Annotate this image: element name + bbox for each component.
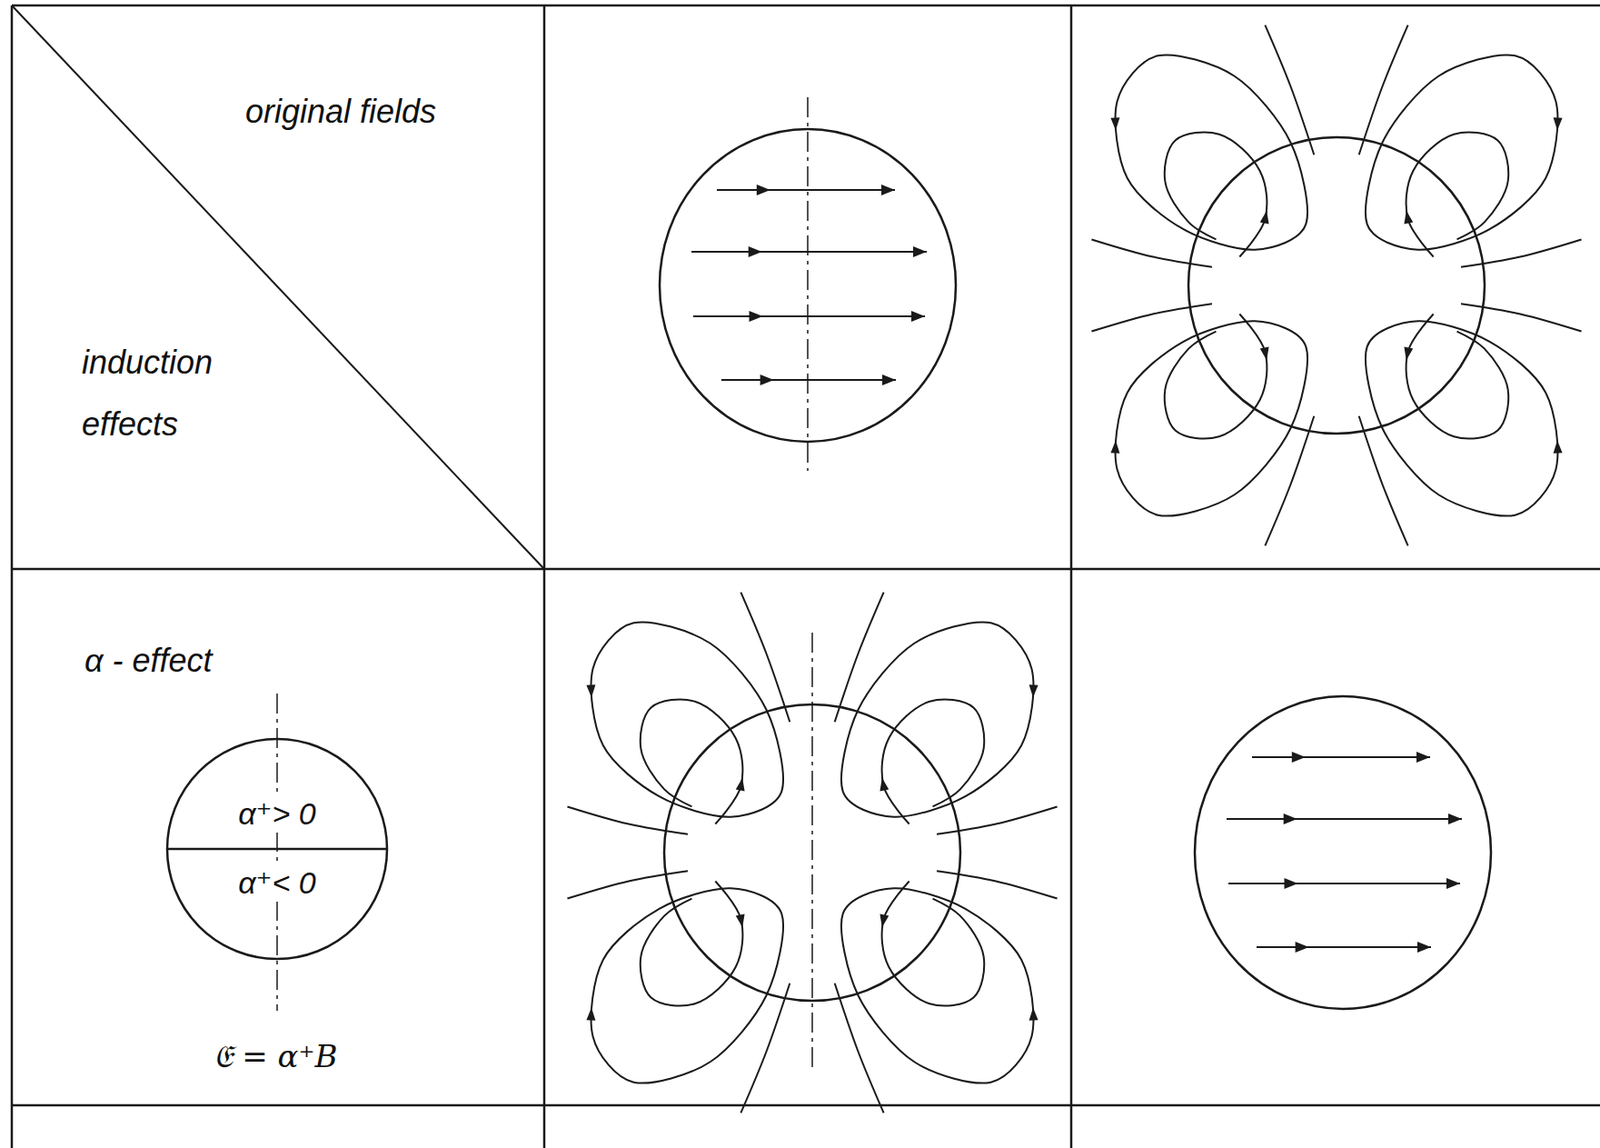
field-loop <box>882 880 985 1005</box>
arrowhead <box>1028 1006 1039 1020</box>
region-circle: α⁺> 0 α⁺< 0 <box>165 736 389 961</box>
arrowhead <box>877 776 889 792</box>
region-outline <box>165 736 389 961</box>
arrowhead <box>1401 347 1413 362</box>
field-line <box>1256 945 1432 948</box>
field-line <box>1091 303 1213 331</box>
field-line <box>1091 238 1213 267</box>
field-line <box>1460 303 1582 331</box>
arrowhead <box>1028 684 1039 697</box>
field-loop <box>640 699 744 825</box>
arrowhead <box>1401 209 1413 225</box>
field-loop <box>841 621 1034 816</box>
region-label: α⁺> 0 <box>234 795 320 833</box>
field-line <box>740 983 790 1114</box>
field-loop <box>1406 313 1510 438</box>
symmetry-axis <box>811 632 814 1072</box>
field-loop <box>1365 54 1558 249</box>
cell-label: original fields <box>245 80 441 143</box>
grid-line <box>11 1103 1600 1107</box>
grid-line <box>10 5 14 1148</box>
field-loop <box>1115 54 1308 249</box>
field-loop <box>1406 132 1510 258</box>
table-cell: original fields induction effects <box>11 5 545 569</box>
symmetry-axis <box>276 693 279 1011</box>
field-line <box>721 378 896 381</box>
field-line <box>691 250 927 253</box>
field-line <box>740 592 790 723</box>
loop-field <box>566 592 1057 1114</box>
sphere-outline <box>1194 695 1491 1009</box>
field-loop <box>1164 313 1268 438</box>
field-line <box>936 870 1058 898</box>
symmetry-axis <box>806 97 809 471</box>
arrowhead <box>1260 209 1272 225</box>
field-loop <box>640 880 744 1005</box>
loop-field <box>1091 25 1581 547</box>
table-cell: α⁺> 0 α⁺< 0 α - effect 𝔈 = α⁺B <box>11 568 545 1105</box>
arrowhead <box>877 914 889 929</box>
field-line <box>1359 25 1409 156</box>
field-line <box>1460 238 1582 267</box>
field-line <box>936 805 1058 834</box>
field-loop <box>1164 132 1268 258</box>
arrowhead <box>735 776 747 792</box>
sphere-outline <box>1188 137 1485 434</box>
cell-label: 𝔈 = α⁺B <box>209 1037 342 1075</box>
grid-line <box>11 567 1600 571</box>
arrowhead <box>586 684 597 697</box>
field-line <box>834 983 885 1114</box>
cell-label: induction effects <box>81 331 278 456</box>
field-line <box>1264 416 1314 547</box>
arrowhead <box>1260 347 1272 362</box>
field-line <box>1252 755 1431 758</box>
field-line <box>693 315 925 318</box>
field-loop <box>882 699 985 825</box>
field-line <box>1264 25 1314 156</box>
arrowhead <box>735 914 747 929</box>
arrowhead <box>1110 439 1121 453</box>
field-line <box>1228 882 1461 885</box>
field-line <box>566 805 688 834</box>
field-loop <box>841 887 1034 1083</box>
grid-line <box>11 4 1600 8</box>
field-line <box>834 592 885 723</box>
field-loop <box>1115 320 1308 516</box>
arrowhead <box>1552 117 1563 130</box>
field-loop <box>591 887 784 1083</box>
table-grid <box>11 5 1600 1148</box>
arrowhead <box>586 1006 597 1020</box>
arrowhead <box>1110 117 1121 130</box>
field-line <box>1226 817 1462 820</box>
uniform-field <box>1194 695 1491 1009</box>
field-line <box>716 188 895 191</box>
diagonal-line <box>11 5 545 569</box>
region-label: α⁺< 0 <box>234 864 320 902</box>
field-loop <box>591 621 784 816</box>
arrowhead <box>1552 439 1563 453</box>
field-line <box>566 870 688 898</box>
field-loop <box>1365 320 1558 516</box>
grid-line <box>543 5 547 1148</box>
field-line <box>1359 416 1409 547</box>
grid-line <box>1070 5 1074 1148</box>
cell-label: α - effect <box>84 629 213 692</box>
